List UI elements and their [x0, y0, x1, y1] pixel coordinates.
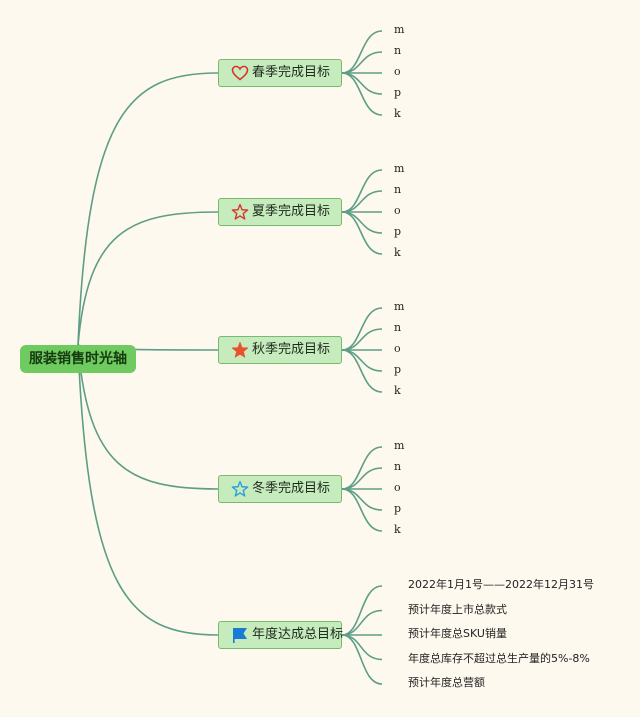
heart-outline-icon [231, 65, 249, 81]
leaf-item[interactable]: 2022年1月1号——2022年12月31号 [408, 578, 594, 591]
branch-leaf-connector [341, 72, 383, 95]
branch-leaf-connector [341, 72, 383, 116]
branch-label: 夏季完成目标 [252, 204, 331, 219]
root-branch-connector [77, 344, 219, 490]
branch-node[interactable]: 夏季完成目标 [218, 198, 342, 226]
leaf-item[interactable]: 预计年度总营额 [408, 676, 485, 689]
leaf-item[interactable]: p [394, 86, 402, 99]
branch-leaf-connector [341, 211, 383, 255]
branch-leaf-connector [341, 467, 383, 490]
leaf-item[interactable]: o [394, 204, 401, 217]
leaf-item[interactable]: k [394, 523, 401, 536]
leaf-item[interactable]: n [394, 321, 402, 334]
branch-leaf-connector [341, 349, 383, 393]
branch-leaf-connector [341, 190, 383, 213]
leaf-item[interactable]: o [394, 342, 401, 355]
branch-leaf-connector [341, 349, 383, 372]
branch-node[interactable]: 冬季完成目标 [218, 475, 342, 503]
branch-leaf-connector [341, 609, 383, 636]
leaf-item[interactable]: k [394, 246, 401, 259]
leaf-item[interactable]: 预计年度上市总款式 [408, 602, 507, 616]
flag-icon [231, 627, 249, 643]
branch-leaf-connector [341, 211, 383, 234]
leaf-item[interactable]: m [394, 162, 405, 175]
leaf-item[interactable]: m [394, 439, 405, 452]
leaf-item[interactable]: n [394, 44, 402, 57]
star-filled-icon [231, 342, 249, 358]
leaf-item[interactable]: k [394, 384, 401, 397]
root-branch-connector [77, 211, 219, 346]
leaf-item[interactable]: 年度总库存不超过总生产量的5%-8% [408, 651, 590, 665]
branch-leaf-connector [341, 488, 383, 532]
leaf-item[interactable]: n [394, 183, 402, 196]
branch-leaf-connector [341, 634, 383, 661]
leaf-item[interactable]: p [394, 502, 402, 515]
leaf-item[interactable]: o [394, 481, 401, 494]
leaf-item[interactable]: k [394, 107, 401, 120]
branch-leaf-connector [341, 328, 383, 351]
leaf-item[interactable]: p [394, 363, 402, 376]
branch-label: 春季完成目标 [252, 65, 331, 80]
star-outline-icon [231, 204, 249, 220]
branch-node[interactable]: 春季完成目标 [218, 59, 342, 87]
branch-node[interactable]: 秋季完成目标 [218, 336, 342, 364]
leaf-item[interactable]: n [394, 460, 402, 473]
leaf-item[interactable]: o [394, 65, 401, 78]
leaf-item[interactable]: 预计年度总SKU销量 [408, 627, 507, 640]
leaf-item[interactable]: m [394, 23, 405, 36]
branch-leaf-connector [341, 634, 383, 685]
branch-label: 秋季完成目标 [252, 342, 331, 357]
branch-label: 冬季完成目标 [252, 481, 331, 496]
branch-label: 年度达成总目标 [252, 627, 344, 642]
root-node[interactable]: 服装销售时光轴 [20, 345, 136, 373]
leaf-item[interactable]: p [394, 225, 402, 238]
root-branch-connector [77, 72, 219, 346]
branch-leaf-connector [341, 51, 383, 74]
leaf-item[interactable]: m [394, 300, 405, 313]
star-outline-icon [231, 481, 249, 497]
branch-leaf-connector [341, 488, 383, 511]
branch-node[interactable]: 年度达成总目标 [218, 621, 344, 649]
root-branch-connector [77, 344, 219, 636]
